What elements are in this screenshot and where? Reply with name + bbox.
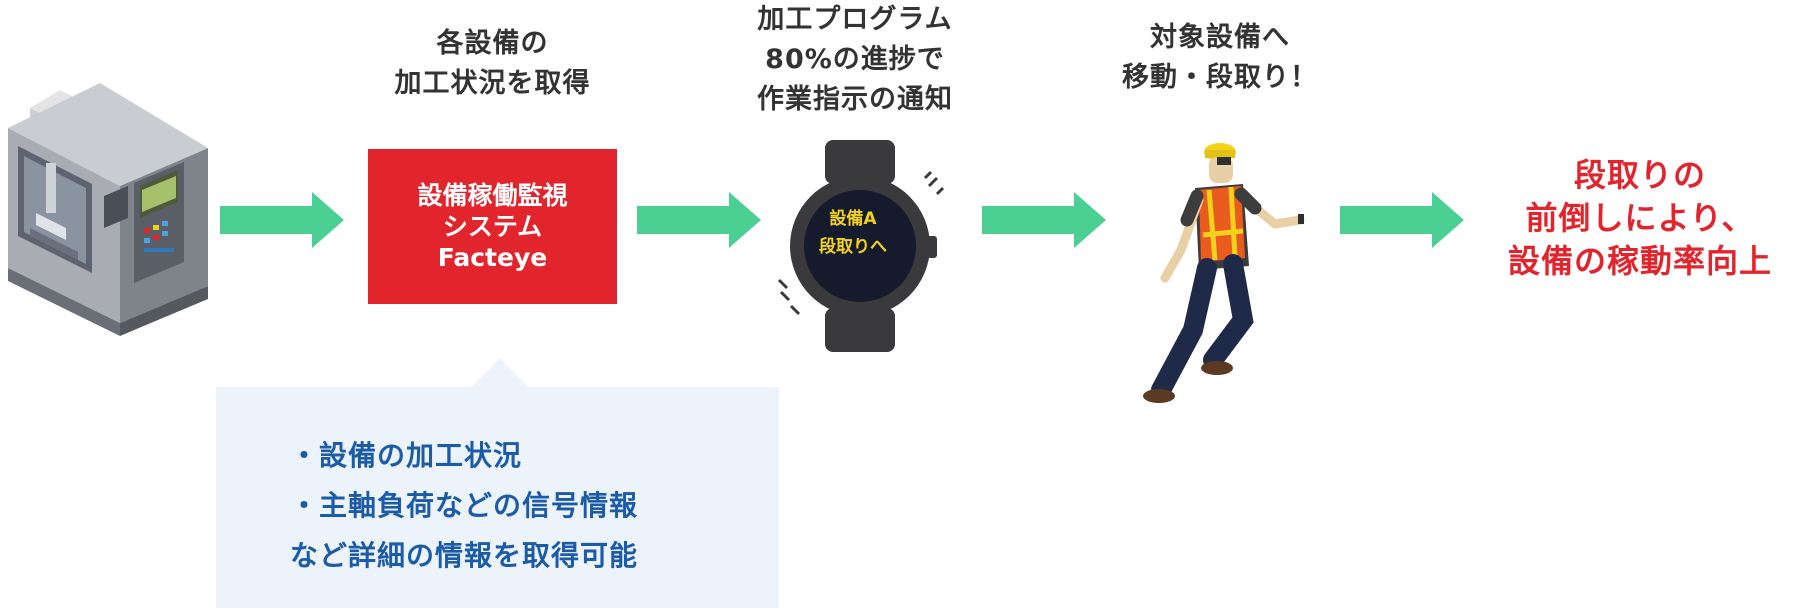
result-line3: 設備の稼動率向上 <box>1507 242 1772 280</box>
system-name-line1: 設備稼働監視 <box>417 181 568 210</box>
step2-caption: 加工プログラム 80%の進捗で 作業指示の通知 <box>700 0 1010 120</box>
flow-arrow-3 <box>982 192 1106 248</box>
worker-illustration <box>1143 143 1305 403</box>
watch-screen-text: 設備A 段取りへ <box>806 205 900 261</box>
smartwatch-icon <box>777 140 945 352</box>
details-line3: など詳細の情報を取得可能 <box>290 539 639 572</box>
flow-arrow-4 <box>1340 192 1464 248</box>
result-text: 段取りの 前倒しにより、 設備の稼動率向上 <box>1480 154 1800 283</box>
callout-pointer <box>470 358 530 388</box>
details-line2: ・主軸負荷などの信号情報 <box>290 489 639 522</box>
step1-caption-line1: 各設備の <box>436 28 549 59</box>
monitoring-system-box: 設備稼働監視 システム Facteye <box>368 149 617 304</box>
result-line1: 段取りの <box>1573 156 1706 194</box>
watch-line1: 設備A <box>829 209 877 229</box>
step2-caption-line3: 作業指示の通知 <box>757 84 953 115</box>
details-callout: ・設備の加工状況 ・主軸負荷などの信号情報 など詳細の情報を取得可能 <box>216 387 779 608</box>
cnc-machine-illustration <box>8 83 208 336</box>
step1-caption-line2: 加工状況を取得 <box>394 68 591 99</box>
system-name-line2: システム <box>442 212 543 241</box>
step2-caption-line1: 加工プログラム <box>757 4 953 35</box>
flow-arrow-2 <box>637 192 761 248</box>
step3-caption-line1: 対象設備へ <box>1150 22 1290 53</box>
details-line1: ・設備の加工状況 <box>290 439 523 472</box>
result-line2: 前倒しにより、 <box>1525 199 1755 237</box>
flow-arrow-1 <box>220 192 344 248</box>
watch-line2: 段取りへ <box>819 237 887 257</box>
step1-caption: 各設備の 加工状況を取得 <box>340 24 645 104</box>
system-name-line3: Facteye <box>437 243 548 272</box>
step2-caption-line2: 80%の進捗で <box>765 44 945 75</box>
step3-caption-line2: 移動・段取り！ <box>1122 62 1318 93</box>
step3-caption: 対象設備へ 移動・段取り！ <box>1065 18 1375 98</box>
